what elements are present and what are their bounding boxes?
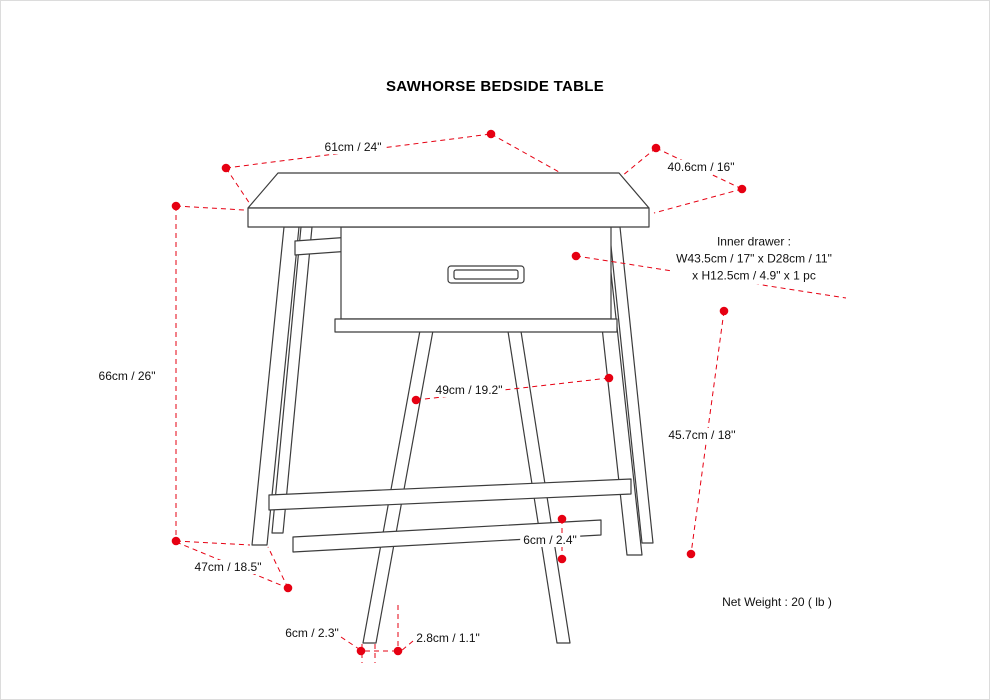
dim-label-top-width: 61cm / 24" [321,140,385,154]
dim-label-base-depth: 47cm / 18.5" [191,560,265,574]
marker-dot [571,251,581,261]
dim-line-base-depth [175,541,289,589]
inner-drawer-note: Inner drawer : W43.5cm / 17" x D28cm / 1… [673,233,835,285]
dim-label-top-depth: 40.6cm / 16" [664,160,738,174]
front-stretcher-beam [292,519,602,553]
dim-line-top-depth-tie-rear [621,147,657,177]
marker-dot [686,549,696,559]
marker-dot [737,184,747,194]
dim-line-top-width-tie-left [225,167,251,205]
marker-dot [356,646,366,656]
net-weight-label: Net Weight : 20 ( lb ) [722,595,832,609]
dim-label-leg-height: 45.7cm / 18'' [665,428,739,442]
dim-label-foot-width: 6cm / 2.3" [285,626,339,640]
dim-label-inner-width: 49cm / 19.2" [432,383,506,397]
rear-stretcher-beam [268,478,632,511]
table-structure [247,172,654,644]
dim-line-top-depth-tie-front [653,188,743,214]
dim-line-base-depth-tie [267,546,289,589]
marker-dot [486,129,496,139]
dimension-markers [171,129,747,656]
marker-dot [557,554,567,564]
dim-label-height: 66cm / 26" [98,369,156,383]
drawer-handle-bar [453,269,519,280]
inner-drawer-note-line3: x H12.5cm / 4.9" x 1 pc [692,268,816,283]
page-title: SAWHORSE BEDSIDE TABLE [385,78,605,95]
marker-dot [719,306,729,316]
marker-dot [171,536,181,546]
marker-dot [604,373,614,383]
drawer-bottom-rail [334,318,618,333]
marker-dot [221,163,231,173]
dim-label-stretcher-height: 6cm / 2.4" [520,533,580,547]
marker-dot [283,583,293,593]
marker-dot [393,646,403,656]
dim-label-foot-thickness: 2.8cm / 1.1" [416,631,480,645]
tabletop-front-face [247,207,650,228]
dim-line-height-tie-top [175,205,245,211]
dim-line-leg-height [690,310,725,555]
dim-line-height-tie-bottom [175,540,251,546]
inner-drawer-note-line1: Inner drawer : [716,234,792,249]
inner-drawer-note-line2: W43.5cm / 17" x D28cm / 11" [676,251,832,266]
marker-dot [171,201,181,211]
dim-leader-foot-thickness [400,640,414,652]
dim-leader-foot-width [340,636,360,650]
dim-line-top-width-tie-right [490,133,560,173]
marker-dot [557,514,567,524]
marker-dot [651,143,661,153]
marker-dot [411,395,421,405]
tabletop-top-face [247,172,650,209]
front-left-leg [362,324,435,644]
